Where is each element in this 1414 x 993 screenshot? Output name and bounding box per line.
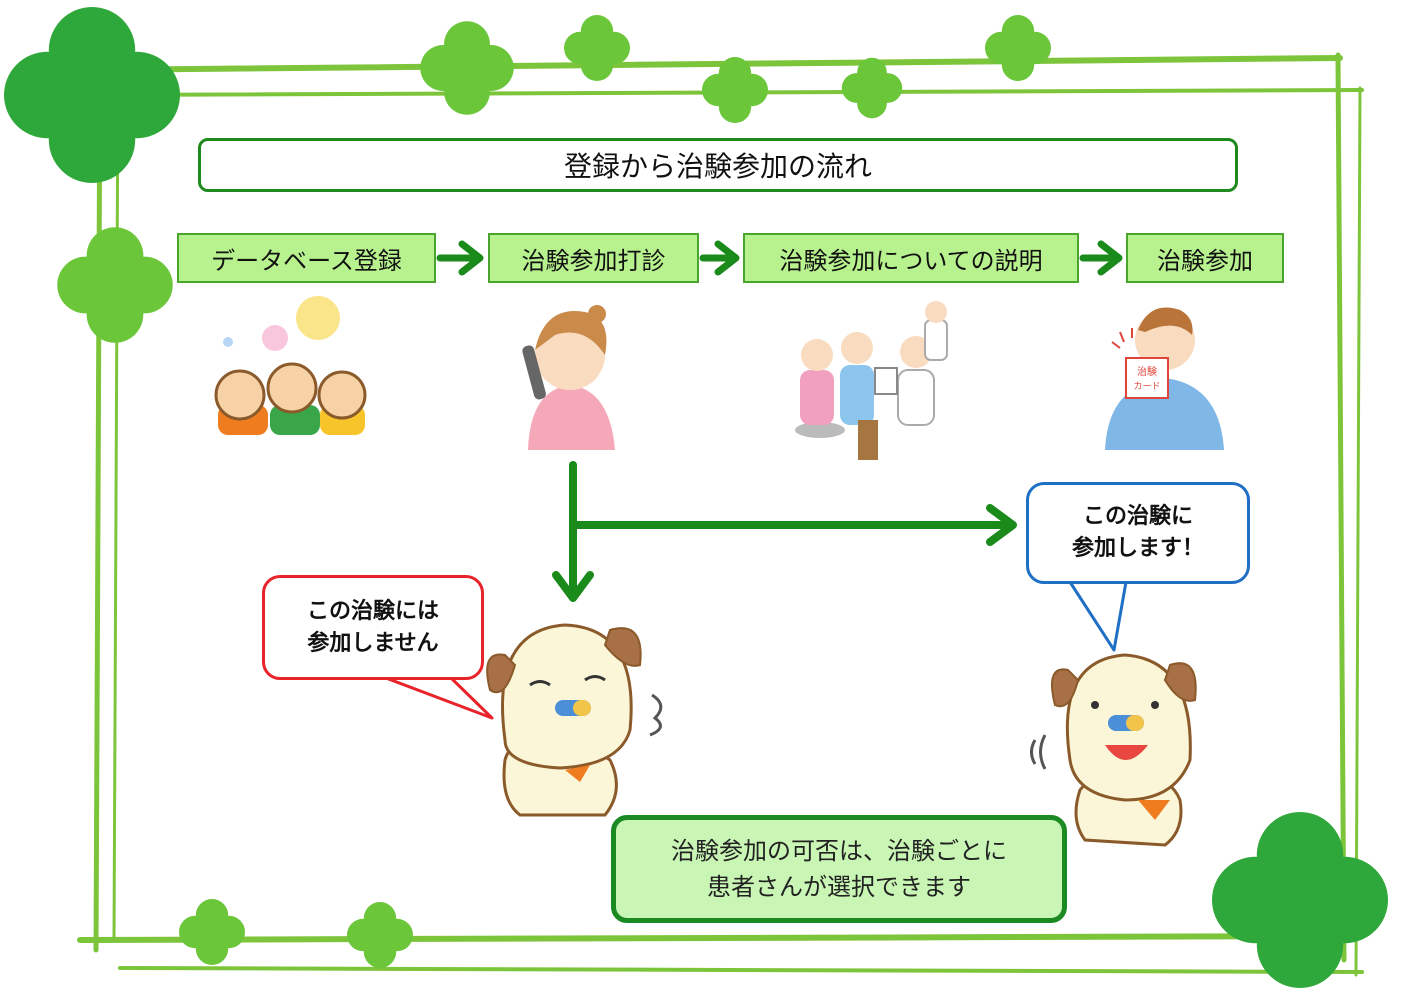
accept-line-1: この治験に (1082, 504, 1193, 530)
note-line-2: 患者さんが選択できます (707, 873, 971, 901)
decline-line-1: この治験には (306, 598, 439, 624)
step-arrow-icon (699, 240, 740, 276)
choice-note: 治験参加の可否は、治験ごとに 患者さんが選択できます (611, 815, 1067, 923)
card-text-2: カード (1133, 381, 1160, 392)
decline-line-2: 参加しません (307, 630, 439, 656)
decline-speech-bubble: この治験には 参加しません (262, 575, 484, 680)
note-line-1: 治験参加の可否は、治験ごとに (671, 837, 1007, 865)
elderly-group-illustration (214, 296, 367, 435)
branch-arrows (552, 461, 1017, 602)
card-text-1: 治験 (1137, 365, 1157, 378)
step-arrow-icon (1079, 240, 1123, 276)
man-with-card-illustration: 治験 カード (1105, 307, 1224, 450)
accept-speech-bubble: この治験に 参加します！ (1026, 482, 1250, 584)
flow-title: 登録から治験参加の流れ (198, 138, 1238, 192)
step-participation-inquiry: 治験参加打診 (488, 233, 699, 283)
woman-phone-illustration (522, 305, 615, 450)
step-participation-explanation: 治験参加についての説明 (743, 233, 1079, 283)
step-participation: 治験参加 (1126, 233, 1284, 283)
accept-line-2: 参加します！ (1071, 536, 1204, 561)
consultation-illustration (795, 301, 948, 460)
dog-mascot-declining (486, 623, 663, 817)
dog-mascot-accepting (1030, 653, 1197, 847)
step-arrow-icon (436, 240, 484, 276)
step-database-registration: データベース登録 (177, 233, 436, 283)
